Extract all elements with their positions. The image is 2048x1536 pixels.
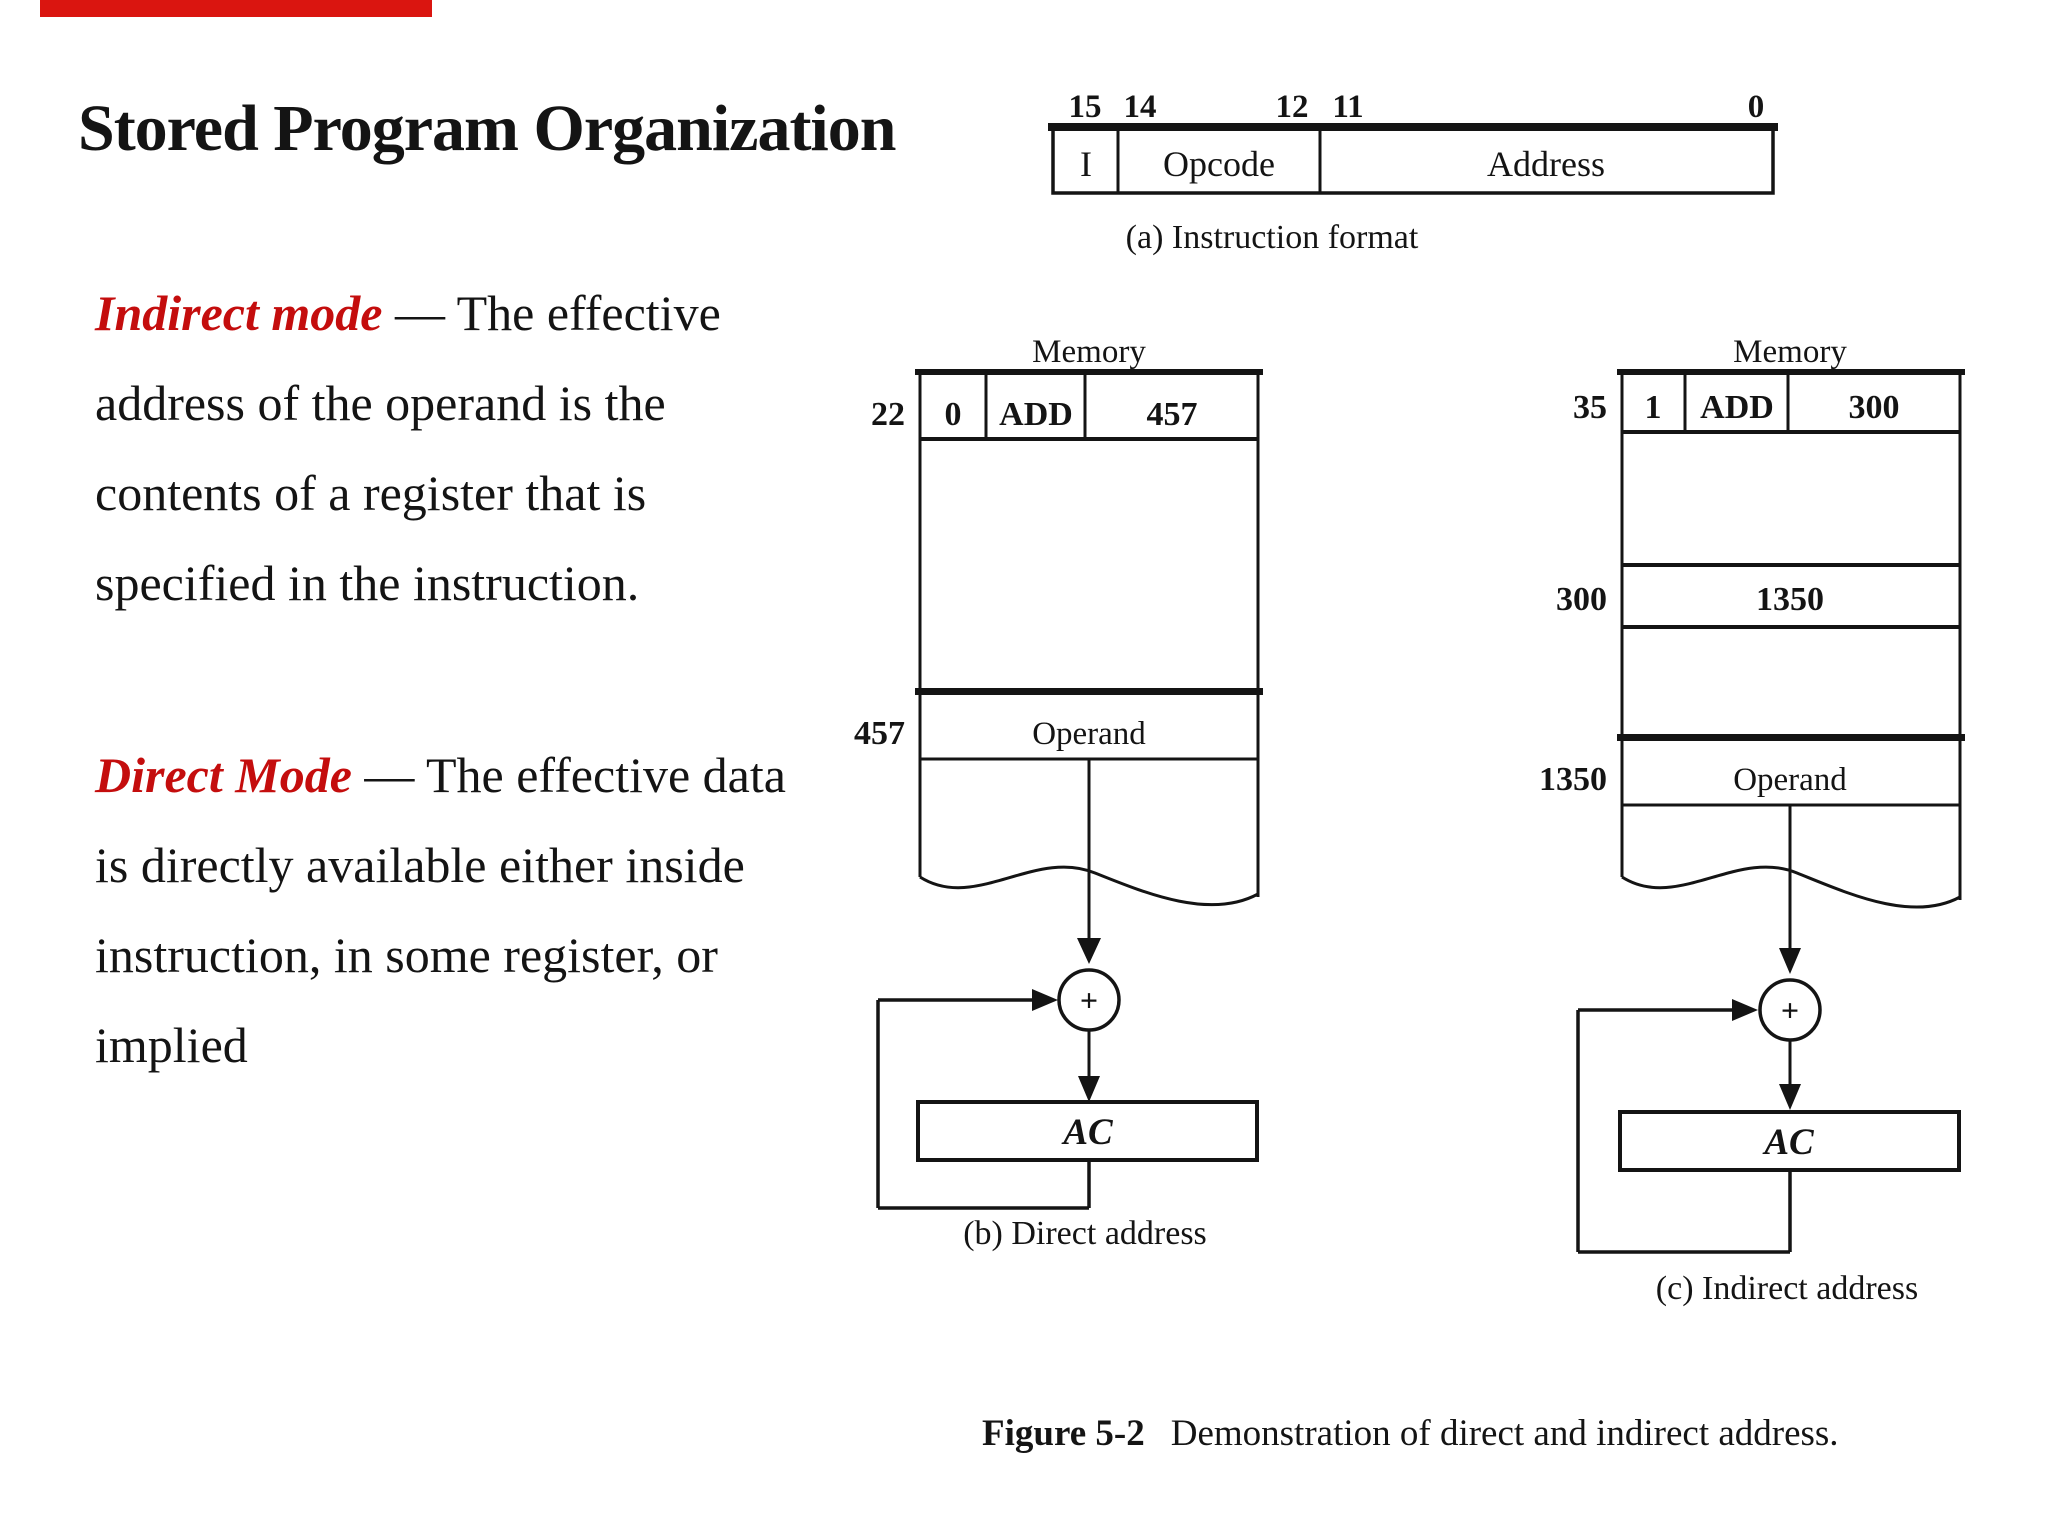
ac-register-box xyxy=(916,1100,1259,1162)
cell-opcode: ADD xyxy=(999,396,1073,433)
paragraph-line: address of the operand is the xyxy=(95,375,666,431)
plus-icon: + xyxy=(1781,992,1799,1028)
paragraph-line: Direct Mode — The effective data xyxy=(95,730,786,820)
top-accent-bar xyxy=(40,0,432,17)
address-label-1350: 1350 xyxy=(1539,761,1607,798)
bit-label-11: 11 xyxy=(1332,89,1363,125)
pointer-cell: 1350 xyxy=(1756,581,1824,618)
bit-label-12: 12 xyxy=(1276,89,1309,125)
arrowhead-down-icon xyxy=(1078,1076,1100,1102)
cell-operand-addr: 300 xyxy=(1849,389,1900,426)
instruction-format-diagram: 15 14 12 11 0 I Opcode Address (a) Instr… xyxy=(1048,89,1778,256)
paragraph-line: is directly available either inside xyxy=(95,837,745,893)
paragraph-text: — The effective data xyxy=(351,747,786,803)
bit-label-0: 0 xyxy=(1748,89,1765,125)
memory-label: Memory xyxy=(1733,334,1847,370)
paragraph-line: implied xyxy=(95,1017,248,1073)
address-label-300: 300 xyxy=(1556,581,1607,618)
cell-i-bit: 1 xyxy=(1645,389,1662,426)
plus-icon: + xyxy=(1080,982,1098,1018)
ac-label: AC xyxy=(1061,1112,1114,1153)
paragraph-text: — The effective xyxy=(382,285,721,341)
paragraph-line: instruction, in some register, or xyxy=(95,927,718,983)
operand-row-top-border xyxy=(915,688,1263,695)
indirect-mode-term: Indirect mode xyxy=(95,285,383,341)
memory-top-border xyxy=(915,369,1263,375)
operand-row-top-border xyxy=(1617,734,1965,741)
arrowhead-down-icon xyxy=(1779,1084,1801,1110)
operand-cell: Operand xyxy=(1032,716,1146,752)
field-address: Address xyxy=(1487,144,1605,184)
address-label-457: 457 xyxy=(854,715,905,752)
arrowhead-down-icon xyxy=(1779,948,1801,974)
caption-b: (b) Direct address xyxy=(963,1215,1207,1252)
field-i: I xyxy=(1080,144,1092,184)
indirect-address-diagram: Memory 35 1 ADD 300 300 1350 1350 Operan… xyxy=(1539,334,1965,1307)
memory-torn-edge-wave xyxy=(919,865,1259,907)
caption-c: (c) Indirect address xyxy=(1656,1270,1918,1307)
ac-register-box xyxy=(1618,1110,1961,1172)
direct-mode-term: Direct Mode xyxy=(95,747,352,803)
direct-mode-paragraph: Direct Mode — The effective data is dire… xyxy=(95,730,786,1090)
operand-cell: Operand xyxy=(1733,762,1847,798)
address-label-35: 35 xyxy=(1573,389,1607,426)
ac-label: AC xyxy=(1762,1122,1815,1163)
page-title: Stored Program Organization xyxy=(78,92,896,165)
figure-caption: Figure 5-2 Demonstration of direct and in… xyxy=(982,1412,1839,1455)
direct-address-diagram: Memory 22 0 ADD 457 457 Operand + xyxy=(854,334,1263,1252)
format-box xyxy=(1051,125,1775,195)
memory-top-border xyxy=(1617,369,1965,375)
arrowhead-right-icon xyxy=(1732,999,1758,1021)
paragraph-line: Indirect mode — The effective xyxy=(95,268,721,358)
memory-torn-edge-wave xyxy=(1621,865,1961,909)
cell-opcode: ADD xyxy=(1700,389,1774,426)
bit-label-14: 14 xyxy=(1124,89,1157,125)
memory-label: Memory xyxy=(1032,334,1146,370)
figure-number: Figure 5-2 xyxy=(982,1413,1145,1454)
address-label-22: 22 xyxy=(871,396,905,433)
cell-i-bit: 0 xyxy=(945,396,962,433)
caption-a: (a) Instruction format xyxy=(1126,219,1419,256)
figure-caption-text: Demonstration of direct and indirect add… xyxy=(1170,1413,1839,1454)
arrowhead-down-icon xyxy=(1077,938,1101,964)
cell-operand-addr: 457 xyxy=(1147,396,1198,433)
indirect-mode-paragraph: Indirect mode — The effective address of… xyxy=(95,268,721,628)
bit-label-15: 15 xyxy=(1069,89,1102,125)
field-opcode: Opcode xyxy=(1163,144,1275,184)
arrowhead-right-icon xyxy=(1032,989,1058,1011)
paragraph-line: specified in the instruction. xyxy=(95,555,640,611)
paragraph-line: contents of a register that is xyxy=(95,465,647,521)
